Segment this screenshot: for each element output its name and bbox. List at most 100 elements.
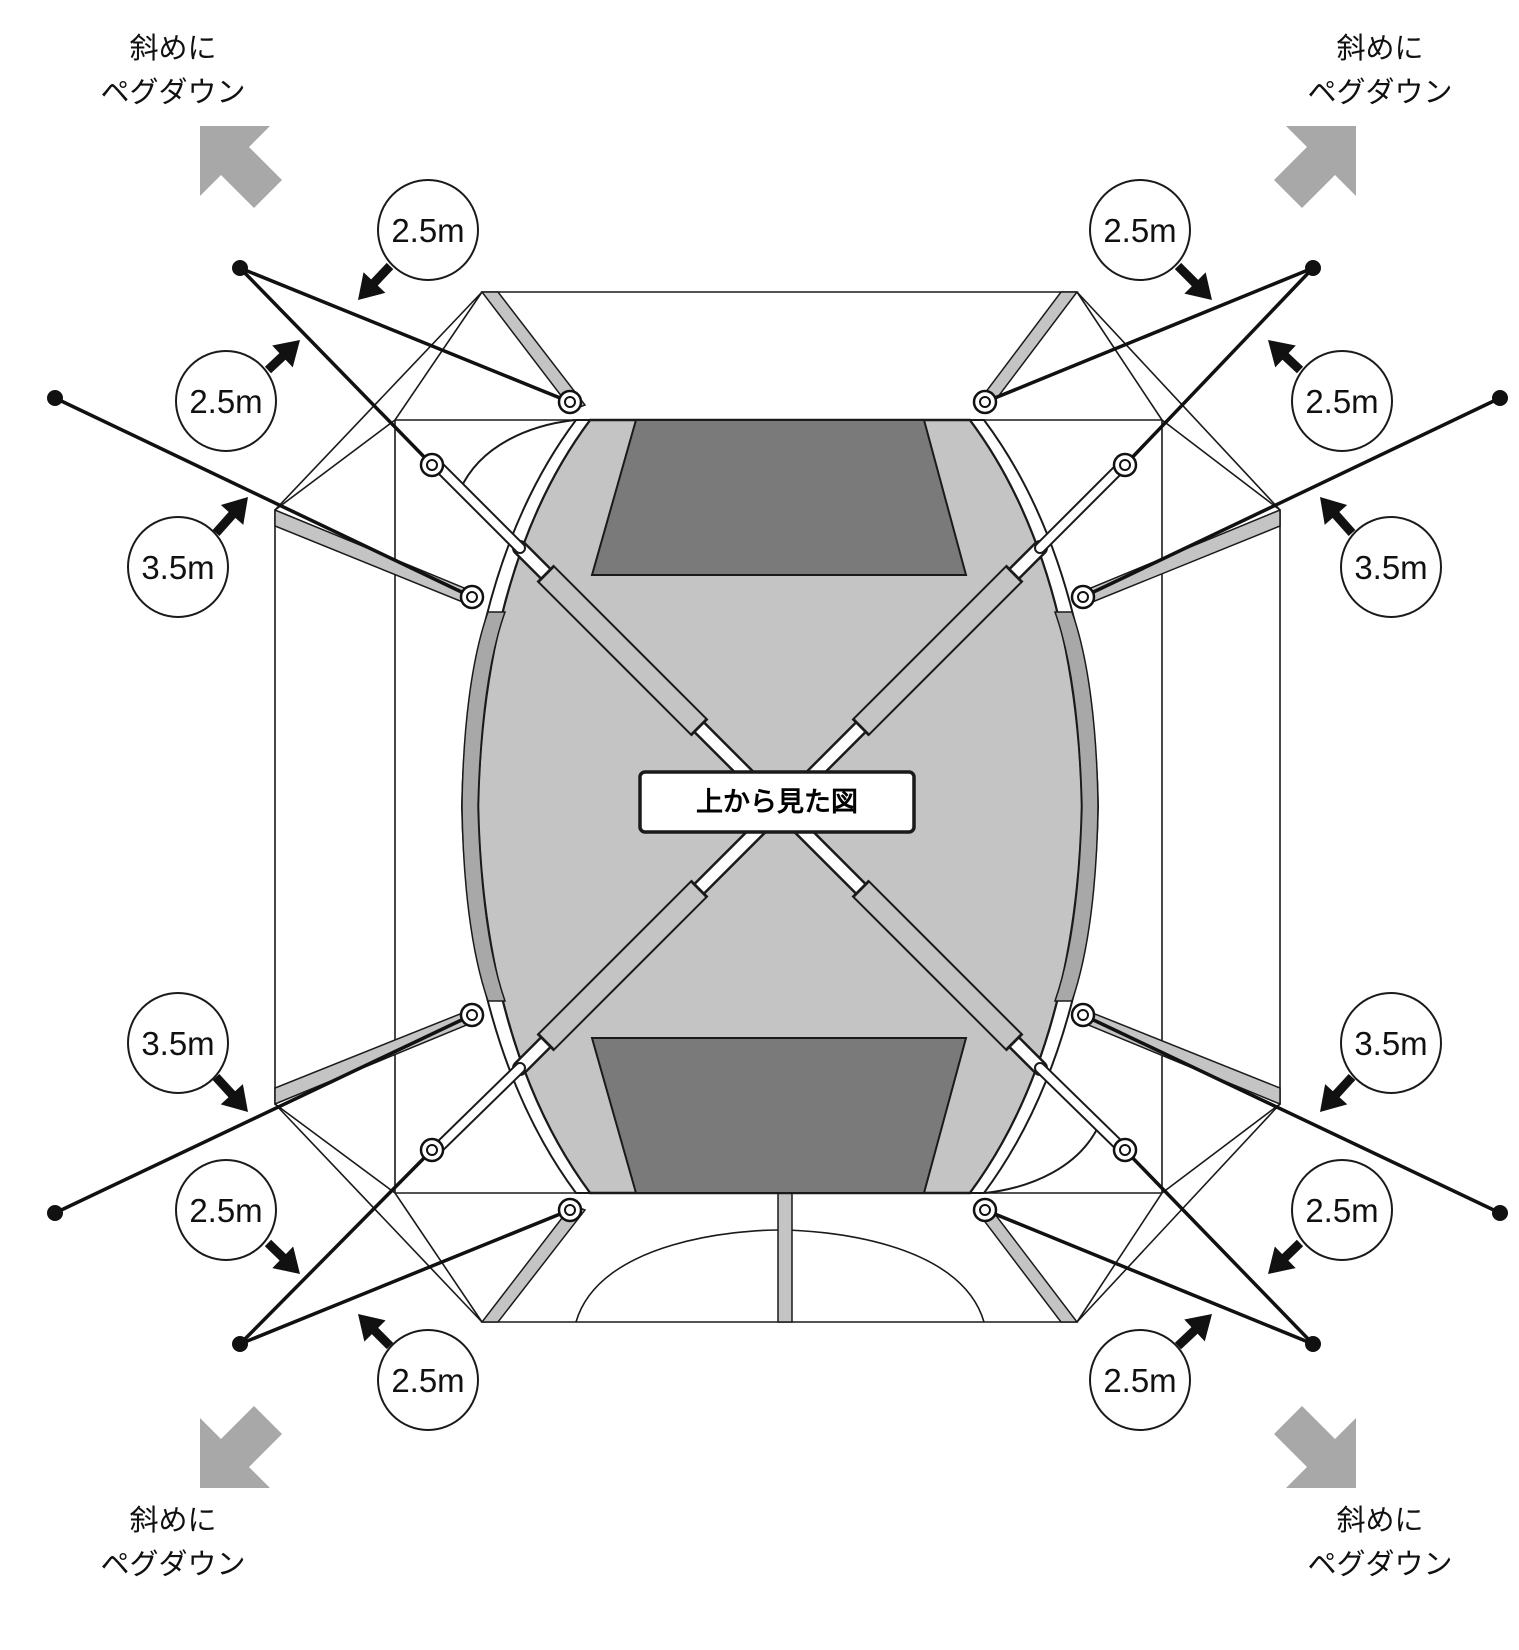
distance-arrow-head [1184,1313,1213,1342]
guy-line [1123,266,1315,467]
peg-point [232,1336,248,1352]
peg-note-line2: ペグダウン [1307,76,1452,109]
guy-ring [972,389,998,415]
distance-sw-lower: 2.5m [391,1362,464,1399]
distance-sw-upper: 2.5m [189,1192,262,1229]
peg-down-arrow-shape [200,126,282,208]
guy-ring-inner [979,396,991,408]
distance-arrow-icon [264,339,301,374]
guy-ring-inner [1119,459,1131,471]
view-label: 上から見た図 [696,787,858,817]
distance-arrow-head [357,272,386,300]
peg-down-arrow-icon [200,126,282,208]
distance-nw-upper: 2.5m [391,212,464,249]
guy-ring-inner [1077,591,1089,603]
distance-arrow-icon [1319,497,1356,536]
guy-line [1123,1148,1315,1346]
peg-note-line1: 斜めに [129,1504,216,1537]
distance-labels: 2.5m 2.5m 3.5m 3.5m 2.5m 2.5m 2.5m 2.5m … [141,212,1427,1399]
distance-arrow-icon [1268,1239,1304,1275]
peg-down-arrow-shape [1274,126,1356,208]
distance-se-lower: 2.5m [1103,1362,1176,1399]
distance-arrow-icon [1319,1073,1356,1112]
guy-ring [459,1002,485,1028]
distance-w-lower: 3.5m [141,1025,214,1062]
peg-note-top-right: 斜めに ペグダウン [1307,32,1452,109]
distance-ne-upper: 2.5m [1103,212,1176,249]
guy-ring-inner [1119,1144,1131,1156]
distance-arrow-icon [357,262,394,300]
peg-note-top-left: 斜めに ペグダウン [100,32,245,109]
peg-down-arrow-icon [200,1406,282,1488]
view-label-box: 上から見た図 [638,770,916,834]
bottom-vent-panel [590,1037,968,1194]
distance-arrow-icon [212,1073,248,1112]
guy-ring [419,1137,445,1163]
guy-line [239,1208,571,1346]
distance-arrow-icon [1174,262,1212,300]
peg-down-arrow-icon [1274,126,1356,208]
guy-line [54,1013,473,1215]
top-vent-panel [590,419,968,576]
guy-line [984,1208,1314,1346]
guy-ring [1112,1137,1138,1163]
peg-point [1305,1336,1321,1352]
distance-w-upper: 3.5m [141,549,214,586]
peg-point [232,260,248,276]
guy-ring-inner [426,459,438,471]
distance-arrow-icon [1174,1313,1213,1350]
guy-ring-inner [466,591,478,603]
distance-arrows [212,262,1356,1350]
distance-arrow-head [272,1246,300,1274]
peg-point [47,1205,63,1221]
distance-badges [127,179,1442,1431]
guy-line [238,266,434,467]
fly-edge-panels [274,291,1281,1323]
distance-arrow-head [1319,1084,1348,1112]
guy-ring [1070,1002,1096,1028]
peg-down-arrow-shape [200,1406,282,1488]
guy-ring [1112,452,1138,478]
distance-arrow-head [220,1084,248,1112]
guy-line [54,396,473,599]
peg-point [1492,1205,1508,1221]
peg-note-line2: ペグダウン [100,1548,245,1581]
distance-nw-lower: 2.5m [189,383,262,420]
guy-ring [1070,584,1096,610]
distance-ne-lower: 2.5m [1305,383,1378,420]
peg-note-line2: ペグダウン [1307,1548,1452,1581]
distance-e-upper: 3.5m [1354,549,1427,586]
guy-ring [459,584,485,610]
distance-arrow-head [1267,339,1296,368]
guy-ring-inner [466,1009,478,1021]
distance-e-lower: 3.5m [1354,1025,1427,1062]
peg-note-bottom-left: 斜めに ペグダウン [100,1504,245,1581]
guy-ring-inner [426,1144,438,1156]
distance-arrow-icon [264,1239,300,1274]
distance-arrow-head [272,339,301,368]
peg-point [1305,260,1321,276]
guy-ring [419,452,445,478]
guy-ring-inner [979,1204,991,1216]
peg-point [47,390,63,406]
peg-down-arrows [200,126,1356,1488]
distance-arrow-icon [358,1314,394,1350]
distance-arrow-head [1184,272,1212,300]
peg-down-arrow-shape [1274,1406,1356,1488]
peg-note-bottom-right: 斜めに ペグダウン [1307,1504,1452,1581]
peg-down-arrow-icon [1274,1406,1356,1488]
fly-outline [274,291,1281,1323]
guy-line [239,266,571,404]
guy-line [1082,396,1501,599]
distance-arrow-icon [1267,339,1304,374]
distance-se-upper: 2.5m [1305,1192,1378,1229]
peg-note-line1: 斜めに [1336,1504,1423,1537]
peg-note-line1: 斜めに [1336,32,1423,65]
guy-line [984,266,1314,404]
peg-note-line2: ペグダウン [100,76,245,109]
guy-ring [972,1197,998,1223]
peg-point [1492,390,1508,406]
guy-ring [557,1197,583,1223]
peg-note-line1: 斜めに [129,32,216,65]
